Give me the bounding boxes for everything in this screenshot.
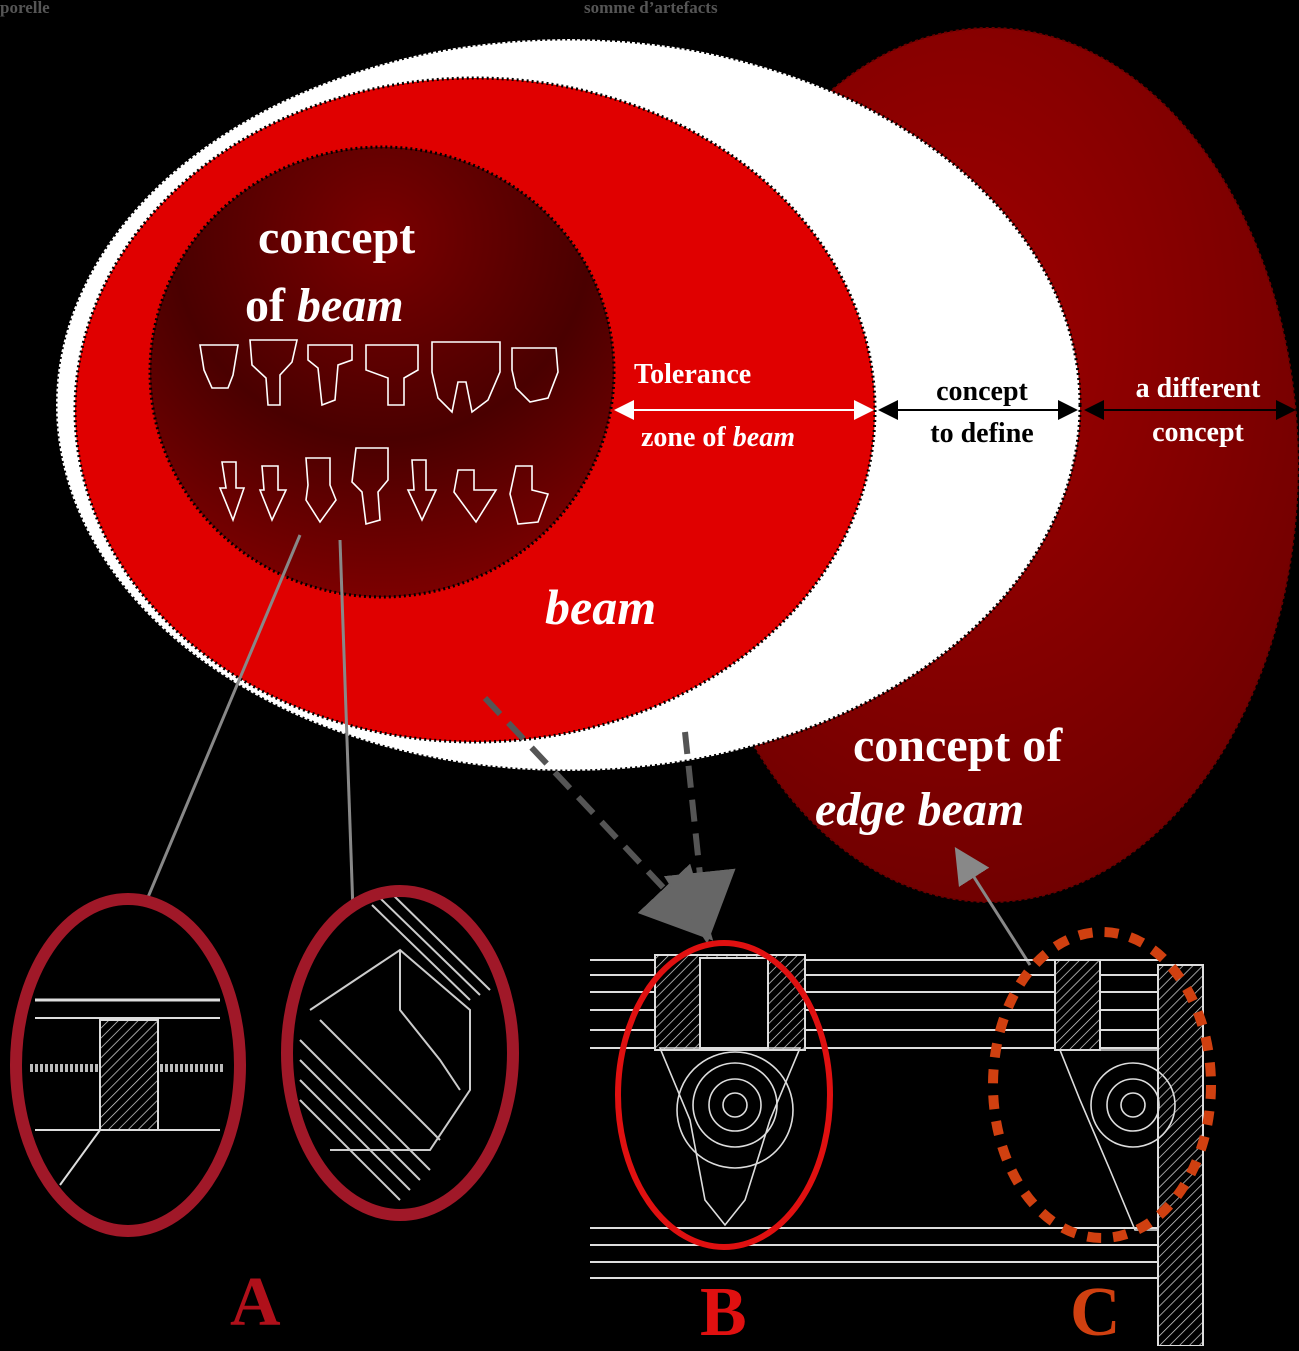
panel-label-a: A	[230, 1264, 281, 1341]
panel-b-ring	[615, 940, 833, 1250]
header-fragment-center: somme d’artefacts	[584, 0, 718, 17]
concept-of-beam-line2: of beam	[245, 279, 404, 332]
different-concept-line2: concept	[1152, 417, 1244, 448]
leader-arrow-b1	[482, 695, 714, 941]
panel-c-ring	[988, 927, 1216, 1243]
beam-profile-sketches	[199, 339, 559, 414]
concept-of-beam-region	[148, 145, 616, 599]
edge-beam-line1: concept of	[853, 719, 1063, 772]
leader-arrow-a2	[335, 539, 372, 974]
header-fragment-left: porelle	[0, 0, 50, 17]
concept-to-define-line1: concept	[936, 376, 1028, 407]
leader-arrow-a1	[120, 534, 302, 958]
zone-of-beam-label: zone of beam	[641, 422, 795, 453]
different-concept-line1: a different	[1135, 373, 1261, 404]
beam-profile-sketches-row2	[218, 447, 550, 526]
concept-of-beam-line1: concept	[258, 211, 416, 264]
panel-bc-drawing	[590, 927, 1216, 1346]
panel-a-right-drawing	[281, 885, 519, 1221]
panel-a-left-drawing	[10, 893, 246, 1237]
concept-to-define-line2: to define	[930, 418, 1034, 449]
leader-arrow-c	[954, 846, 1032, 966]
tolerance-label: Tolerance	[634, 359, 752, 390]
panel-label-c: C	[1070, 1274, 1121, 1351]
leader-arrow-b2	[663, 731, 736, 944]
panel-label-b: B	[700, 1274, 747, 1351]
edge-beam-line2: edge beam	[815, 783, 1025, 836]
beam-label: beam	[545, 579, 657, 635]
